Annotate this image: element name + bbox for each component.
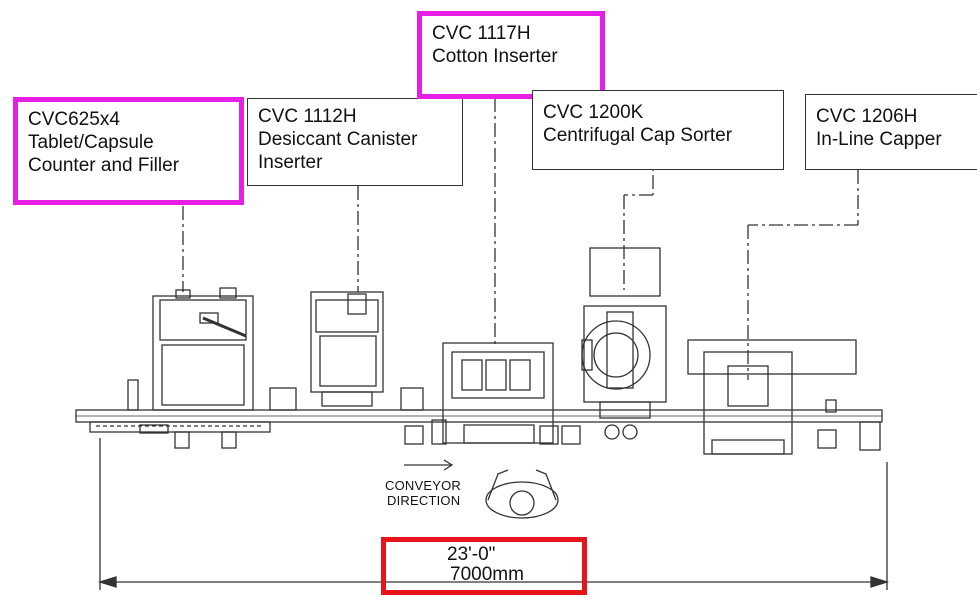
label-cvc1206: CVC 1206H In-Line Capper: [805, 94, 977, 170]
label-cvc625-line2: Tablet/Capsule: [28, 132, 154, 153]
conveyor-direction-label: CONVEYOR DIRECTION: [385, 478, 461, 508]
label-cvc1117-line1: CVC 1117H: [432, 23, 531, 44]
label-cvc1206-line2: In-Line Capper: [816, 129, 942, 150]
label-cvc625-line3: Counter and Filler: [28, 155, 180, 176]
label-cvc1117: CVC 1117H Cotton Inserter: [417, 11, 605, 99]
label-cvc1200-line2: Centrifugal Cap Sorter: [543, 125, 733, 146]
conveyor-direction-line2: DIRECTION: [387, 493, 461, 508]
cotton-inserter-machine: [404, 342, 581, 445]
capper-machine: [687, 339, 881, 455]
desiccant-inserter-machine: [269, 291, 424, 411]
dimension-imperial: 23'-0": [447, 544, 496, 565]
operator-figure: [485, 469, 559, 519]
label-cvc1200: CVC 1200K Centrifugal Cap Sorter: [532, 90, 784, 170]
label-cvc625-line1: CVC625x4: [28, 109, 120, 130]
label-cvc1112-line1: CVC 1112H: [258, 106, 357, 127]
dimension-highlight: [381, 537, 587, 595]
label-cvc625: CVC625x4 Tablet/Capsule Counter and Fill…: [13, 97, 244, 205]
conveyor-direction-line1: CONVEYOR: [385, 478, 462, 493]
label-cvc1112: CVC 1112H Desiccant Canister Inserter: [247, 98, 463, 186]
label-cvc1112-line2: Desiccant Canister: [258, 129, 418, 150]
dimension-metric: 7000mm: [450, 564, 524, 585]
label-cvc1200-line1: CVC 1200K: [543, 102, 644, 123]
cap-sorter-machine: [581, 247, 667, 440]
counter-filler-machine: [127, 287, 254, 449]
label-cvc1206-line1: CVC 1206H: [816, 106, 918, 127]
label-cvc1117-line2: Cotton Inserter: [432, 46, 558, 67]
label-cvc1112-line3: Inserter: [258, 152, 323, 173]
